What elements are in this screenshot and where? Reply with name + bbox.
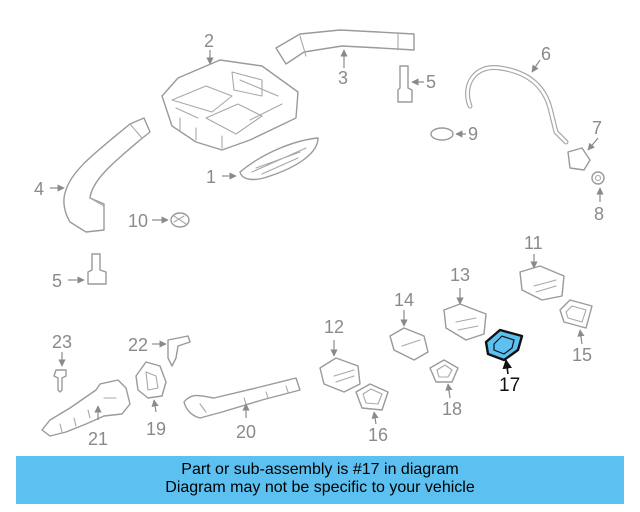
part-12-outlet-vent (319, 357, 361, 393)
callout-5-lower: 5 (52, 271, 62, 291)
banner-line-part-number: Part or sub-assembly is #17 in diagram (181, 461, 459, 478)
part-16-gasket (355, 383, 389, 411)
part-20-rear-duct (183, 377, 301, 419)
callout-7: 7 (592, 118, 602, 138)
part-11-outlet-vent (519, 265, 565, 301)
callout-12: 12 (324, 317, 344, 337)
callout-14: 14 (394, 290, 414, 310)
callout-1: 1 (206, 167, 216, 187)
callout-18: 18 (442, 399, 462, 419)
part-21-long-duct (41, 379, 131, 437)
callout-20: 20 (236, 422, 256, 442)
callout-10: 10 (128, 211, 148, 231)
callout-4: 4 (34, 179, 44, 199)
callout-8: 8 (594, 204, 604, 224)
callout-19: 19 (146, 419, 166, 439)
callout-5-upper: 5 (426, 72, 436, 92)
callout-6: 6 (541, 44, 551, 64)
part-14-outlet-vent (389, 327, 429, 361)
callout-11: 11 (524, 233, 543, 253)
callout-3: 3 (338, 68, 348, 88)
callout-13: 13 (450, 265, 470, 285)
callout-21: 21 (88, 429, 108, 449)
callout-15: 15 (572, 345, 592, 365)
part-13-outlet-vent (443, 303, 487, 341)
part-15-gasket (559, 299, 593, 329)
part-5-clip-upper (397, 65, 413, 103)
part-10-nut (170, 212, 190, 228)
callout-16: 16 (368, 425, 388, 445)
callout-2: 2 (204, 31, 214, 51)
notice-banner: Part or sub-assembly is #17 in diagram D… (16, 456, 624, 504)
part-19-bracket (135, 361, 167, 399)
banner-line-disclaimer: Diagram may not be specific to your vehi… (165, 479, 475, 496)
part-7-connector (567, 147, 591, 171)
part-23-pin (53, 369, 67, 393)
part-2-center-duct-assembly (161, 59, 299, 151)
part-18-gasket (429, 359, 459, 383)
part-1-vent-grille (239, 137, 319, 181)
parts-diagram: 2 3 5 6 7 8 9 1 (34, 29, 605, 449)
part-3-rear-duct (275, 29, 415, 65)
part-8-grommet (591, 171, 605, 185)
part-5-clip-lower (87, 253, 107, 285)
callout-23: 23 (52, 332, 72, 352)
callout-22: 22 (128, 335, 148, 355)
part-17-highlighted (484, 328, 524, 362)
part-9-seal (430, 127, 454, 141)
part-4-side-duct (63, 117, 151, 233)
callout-17: 17 (499, 375, 520, 396)
part-6-hose (465, 65, 569, 145)
part-22-pin (167, 335, 191, 367)
callout-9: 9 (468, 124, 478, 144)
